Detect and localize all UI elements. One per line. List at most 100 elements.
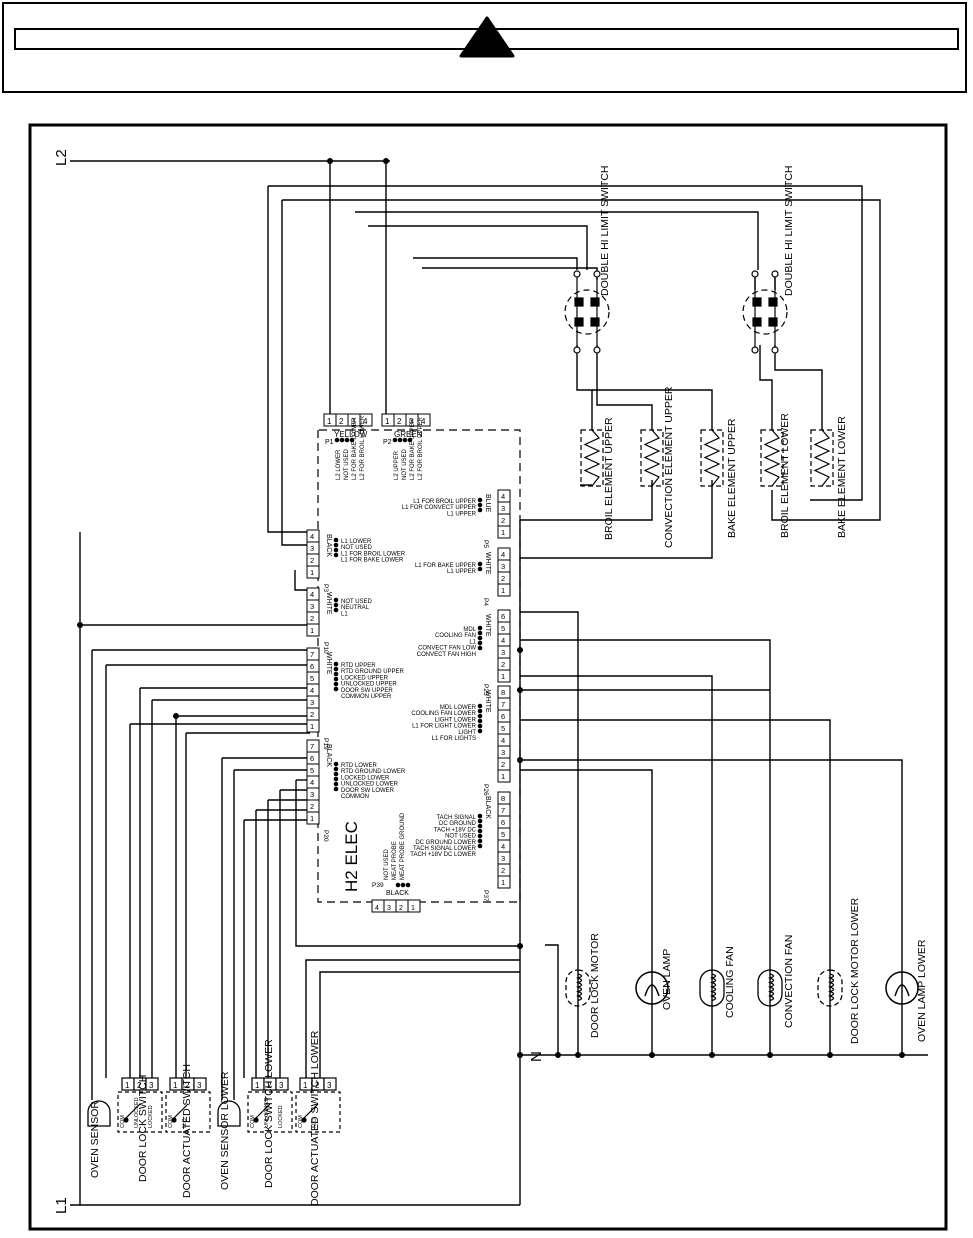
p20-connector-pin-number: 7 [310,742,314,751]
p1-signal: NOT USED [344,448,350,480]
p2-id: P2 [383,439,392,446]
p10-connector-header-dot [333,602,339,608]
convection-feed [596,345,653,430]
p39-color: BLACK [386,890,409,897]
door-lock-switch-symbol-housing [117,1091,163,1133]
door-lock-switch-symbol-mark: COM [120,1115,126,1128]
p2-header-dot [397,437,403,443]
p26-connector-pin-number: 7 [501,700,505,709]
oven-lamp-symbol [635,971,669,1005]
bake-element-upper-box [700,429,724,487]
p20-connector-pin-number: 2 [310,802,314,811]
oven-lamp-symbol-bulb [635,971,669,1005]
p3-connector-pin-number: 3 [310,544,314,553]
door-lock-switch-lower-label: DOOR LOCK SWITCH LOWER [263,1039,275,1188]
bake-element-lower-resistor [813,429,831,487]
p5-connector-header-dot [477,497,483,503]
door-lock-motor-lower-wire [520,719,831,1055]
broil-element-lower [760,429,784,487]
hi-limit-upper-switch-contact [574,317,584,327]
p20-connector-pin-number: 6 [310,754,314,763]
p37-connector-signal: TACH +18V DC [434,827,477,833]
p37-connector-signal: TACH SIGNAL LOWER [413,846,477,852]
l2-rail-label: L2 [53,149,70,166]
door-lock-switch-symbol-pivot [123,1117,129,1123]
p39-connector-pin-box [407,899,421,913]
convection-element-upper [640,429,664,487]
oven-sensor-symbol [87,1100,111,1127]
cooling-fan-symbol [699,969,725,1007]
door-actuated-switch-symbol-mark: N.O. [182,1116,188,1128]
door-actuated-switch-lower-symbol-housing [295,1091,341,1133]
p2-signal: L2 FOR BAKE UPPER [410,418,416,480]
p10-connector-header-dot [333,597,339,603]
door-lock-motor-symbol [565,969,591,1007]
hi-limit-lower-switch-contact [752,317,762,327]
p26-connector-pin-number: 8 [501,688,505,697]
p5-connector-signal: L1 FOR BROIL UPPER [413,499,476,505]
convection-fan-symbol-body [757,969,783,1007]
cooling-fan-wire [520,675,713,1055]
p19-connector-pin-number: 6 [310,662,314,671]
oven-sensor-label: OVEN SENSOR [89,1101,101,1178]
conv-fan-wire [520,639,771,1055]
hi-limit-lower-switch-contact [768,297,778,307]
hi-limit-upper-switch-terminal [573,346,581,354]
p37-connector-pin-number: 5 [501,830,505,839]
p2-pin-number: 2 [397,417,402,426]
broil-element-upper-box [580,429,604,487]
p2-pin3-wire [422,267,598,280]
door-lock-switch-symbol-pin-number: 3 [149,1081,154,1090]
p37-connector-header-dot [477,833,483,839]
junction-dot [899,1052,905,1058]
n-feed [545,944,559,1055]
p37-connector-header-dot [477,838,483,844]
wire-group [70,160,928,1206]
p3-connector-id: P3 [322,584,329,592]
p20-connector-pin-number: 4 [310,778,314,787]
door-lock-motor-wire [520,611,579,1055]
hi-limit-lower-switch-housing [742,289,788,335]
p10-connector-pin-number: 2 [310,614,314,623]
hi-limit-lower-switch-contact [768,317,778,327]
p5-connector-pin-number: 3 [501,504,505,513]
door-actuated-switch-lower-label: DOOR ACTUATED SWITCH LOWER [309,1030,321,1206]
p10-connector [306,587,320,637]
oven-lamp-lower-symbol-bulb [885,971,919,1005]
junction-dot [517,943,523,949]
oven-lamp-lower-symbol-filament [894,984,910,997]
oven-lamp-lower-symbol [885,971,919,1005]
warning-triangle-icon [459,16,515,58]
p26-connector-signal: LIGHT LOWER [435,717,477,723]
p3-connector-pin-box [306,565,320,579]
p19-connector [306,647,320,733]
door-lock-switch-lower-symbol-pivot [253,1117,259,1123]
p26-connector-header-dot [477,713,483,719]
p4-connector-signal: L1 UPPER [447,569,477,575]
door-lock-motor-label: DOOR LOCK MOTOR [589,933,601,1038]
p10-connector-pin-number: 3 [310,602,314,611]
p20-connector-header-dot [333,781,339,787]
p10-connector-pin-number: 1 [310,626,314,635]
p10-connector-pin-box [306,623,320,637]
p19-connector-header-dot [333,686,339,692]
p19-connector-header-dot [333,661,339,667]
door-lock-switch-lower-symbol-mark: UNLOCKED [264,1097,270,1128]
p19-connector-pin-number: 2 [310,710,314,719]
p20-connector-signal: RTD LOWER [341,763,378,769]
p19-connector-color: WHITE [325,652,332,675]
oven-lamp-lower-wire [520,759,903,1055]
p37-connector-signal: NOT USED [445,834,477,840]
p19-connector-pin-box [306,719,320,733]
door-lock-switch-symbol-contact-arm [125,1103,141,1119]
p1-pin-number: 2 [339,417,344,426]
junction-dot [575,1052,581,1058]
oven-lamp-lower-label: OVEN LAMP LOWER [916,939,928,1042]
p4-connector [497,547,511,597]
p26-connector-signal: LIGHT [458,730,476,736]
hi-limit-lower-switch-terminal [771,270,779,278]
p39-pin-number: 2 [399,905,403,912]
p19-connector-signal: COMMON UPPER [341,694,392,700]
p1-color: YELLOW [334,430,368,439]
